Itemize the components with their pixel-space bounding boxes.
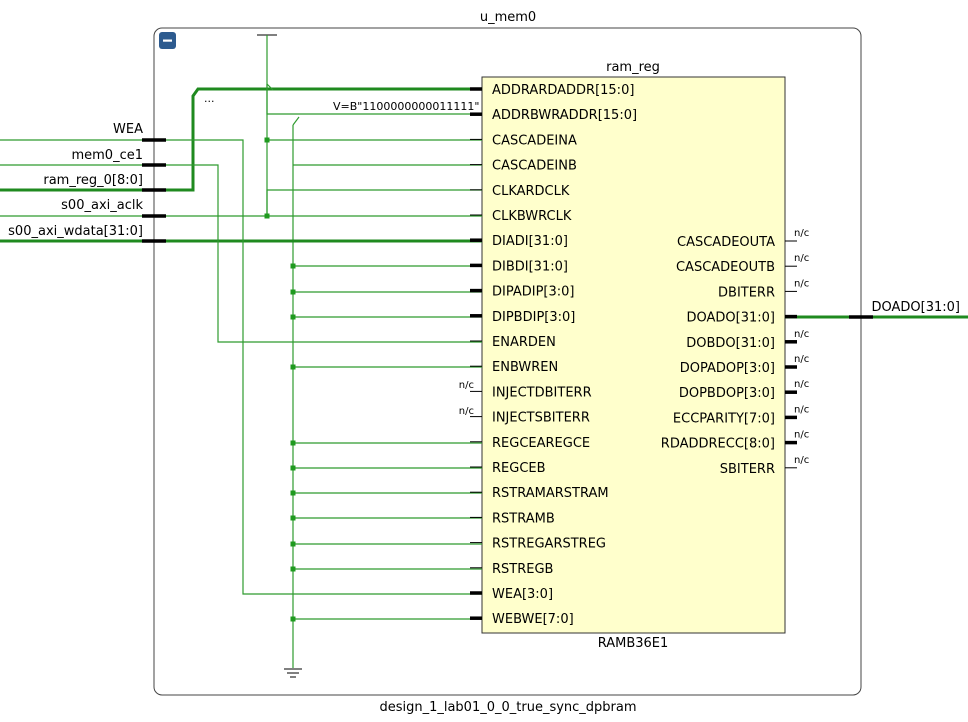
- port-label-ram-reg-0: ram_reg_0[8:0]: [43, 173, 143, 188]
- pin-label-webwe: WEBWE[7:0]: [492, 612, 574, 627]
- pin-label-wea: WEA[3:0]: [492, 587, 553, 602]
- pin-label-cascadeina: CASCADEINA: [492, 133, 577, 148]
- port-label-s00-axi-wdata: s00_axi_wdata[31:0]: [8, 224, 143, 239]
- cell-input-pins: ADDRARDADDR[15:0] ADDRBWRADDR[15:0] CASCAD…: [470, 83, 637, 627]
- pin-label-injectsbiterr: INJECTSBITERR: [492, 411, 590, 426]
- net-addr-bus[interactable]: [0, 87, 482, 192]
- pin-label-rstregarstreg: RSTREGARSTREG: [492, 537, 606, 552]
- ram-cell-box[interactable]: [481, 76, 786, 634]
- nc-label-rdaddrecc: n/c: [794, 430, 809, 441]
- pin-label-rstramb: RSTRAMB: [492, 511, 555, 526]
- net-gnd-fanout[interactable]: [293, 265, 482, 620]
- pin-label-cascadeoutb: CASCADEOUTB: [676, 260, 775, 275]
- vcc-rail: [257, 34, 277, 216]
- hier-module-box[interactable]: [153, 27, 862, 696]
- cell-instance-name: ram_reg: [606, 60, 660, 75]
- pin-label-dopadop: DOPADOP[3:0]: [680, 361, 775, 376]
- net-mem0-ce1[interactable]: [0, 164, 482, 343]
- port-label-wea: WEA: [113, 122, 143, 137]
- minus-icon[interactable]: [159, 32, 176, 49]
- pin-label-cascadeinb: CASCADEINB: [492, 159, 577, 174]
- nc-label-cascadeouta: n/c: [794, 228, 809, 239]
- pin-label-regcearegce: REGCEAREGCE: [492, 436, 590, 451]
- cell-type: RAMB36E1: [598, 636, 669, 651]
- ellipsis-label: ...: [204, 92, 215, 105]
- nc-label-dopbdop: n/c: [794, 379, 809, 390]
- pin-label-eccparity: ECCPARITY[7:0]: [673, 411, 775, 426]
- pin-label-dobdo: DOBDO[31:0]: [686, 336, 775, 351]
- pin-label-rstramarstram: RSTRAMARSTRAM: [492, 486, 609, 501]
- port-label-doado: DOADO[31:0]: [872, 300, 961, 315]
- gnd-rail: [292, 116, 300, 668]
- pin-label-rstregb: RSTREGB: [492, 562, 553, 577]
- pin-label-dbiterr: DBITERR: [718, 285, 775, 300]
- nc-label-dbiterr: n/c: [794, 278, 809, 289]
- hier-port-stubs: [142, 138, 873, 319]
- pin-label-dopbdop: DOPBDOP[3:0]: [679, 386, 775, 401]
- pin-label-cascadeouta: CASCADEOUTA: [677, 235, 775, 250]
- ground-symbol-icon: [284, 668, 302, 678]
- hier-module-name: design_1_lab01_0_0_true_sync_dpbram: [379, 700, 636, 715]
- pin-label-injectdbiterr: INJECTDBITERR: [492, 385, 592, 400]
- net-wea[interactable]: [0, 139, 482, 595]
- pin-label-clkbwrclk: CLKBWRCLK: [492, 209, 572, 224]
- pin-label-doado: DOADO[31:0]: [687, 311, 776, 326]
- nc-label-cascadeoutb: n/c: [794, 253, 809, 264]
- nc-label-injectsbiterr: n/c: [459, 406, 474, 417]
- net-clkardclk[interactable]: [266, 189, 482, 216]
- pin-label-dipbdip: DIPBDIP[3:0]: [492, 310, 575, 325]
- nc-label-sbiterr: n/c: [794, 455, 809, 466]
- pin-label-regceb: REGCEB: [492, 461, 546, 476]
- hier-instance-name: u_mem0: [480, 10, 536, 25]
- pin-label-addrardaddr: ADDRARDADDR[15:0]: [492, 83, 634, 98]
- pin-label-clkardclk: CLKARDCLK: [492, 184, 570, 199]
- nc-label-dobdo: n/c: [794, 329, 809, 340]
- pin-label-addrbwraddr: ADDRBWRADDR[15:0]: [492, 108, 637, 123]
- pin-label-rdaddrecc: RDADDRECC[8:0]: [661, 437, 775, 452]
- const-value-label: V=B"1100000000011111": [333, 100, 479, 113]
- port-label-mem0-ce1: mem0_ce1: [71, 148, 143, 163]
- pin-label-dibdi: DIBDI[31:0]: [492, 259, 568, 274]
- nc-label-eccparity: n/c: [794, 404, 809, 415]
- junction-dots: [264, 137, 296, 622]
- pin-label-diadi: DIADI[31:0]: [492, 234, 568, 249]
- cell-output-pins: CASCADEOUTAn/cCASCADEOUTBn/cDBITERRn/cDO…: [661, 228, 809, 477]
- net-addrb-const[interactable]: [266, 83, 482, 115]
- port-label-s00-axi-aclk: s00_axi_aclk: [61, 198, 143, 213]
- pin-label-dipadip: DIPADIP[3:0]: [492, 285, 575, 300]
- nc-label-injectdbiterr: n/c: [459, 380, 474, 391]
- pin-label-enarden: ENARDEN: [492, 335, 556, 350]
- nc-label-dopadop: n/c: [794, 354, 809, 365]
- pin-label-enbwren: ENBWREN: [492, 360, 558, 375]
- pin-label-sbiterr: SBITERR: [720, 462, 775, 477]
